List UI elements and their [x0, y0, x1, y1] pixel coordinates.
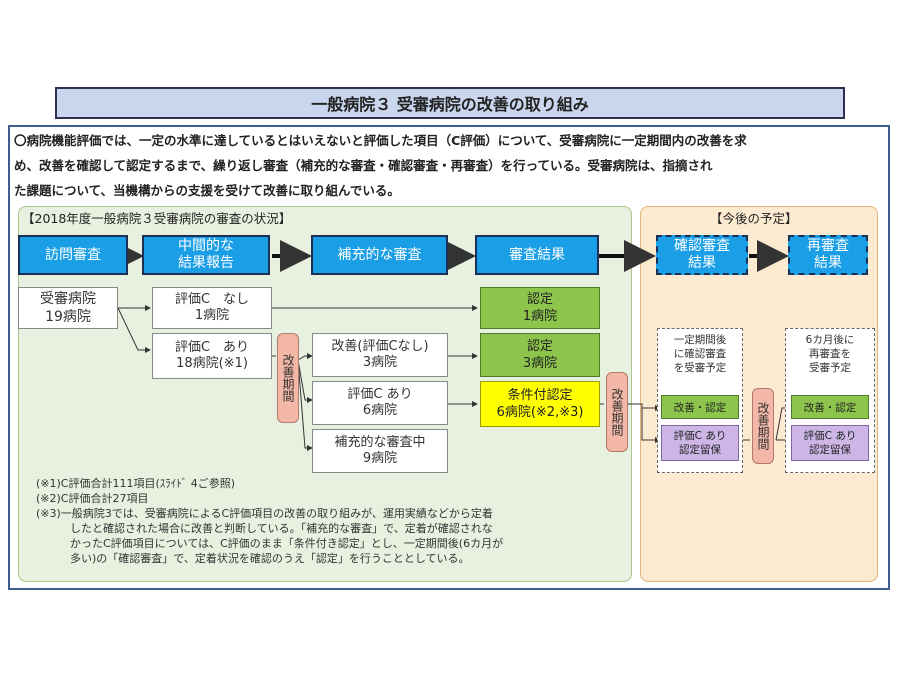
- intro-line: め、改善を確認して認定するまで、繰り返し審査（補充的な審査・確認審査・再審査）を…: [14, 158, 713, 173]
- improvement-period-label: 改善期間: [752, 388, 774, 464]
- in-progress-box: 補充的な審査中 9病院: [312, 429, 448, 473]
- conditional-cert-box: 条件付認定 6病院(※2,※3): [480, 381, 600, 427]
- confirm-review-desc: 一定期間後 に確認審査 を受審予定: [673, 334, 727, 374]
- footnotes: (※1)C評価合計111項目(ｽﾗｲﾄﾞ 4ご参照) (※2)C評価合計27項目…: [36, 476, 626, 566]
- evalc-remain-box: 評価C あり 6病院: [312, 381, 448, 425]
- header-interim-report: 中間的な 結果報告: [142, 235, 270, 275]
- improved-box: 改善(評価Cなし) 3病院: [312, 333, 448, 377]
- flow-arrow: [117, 307, 151, 353]
- header-confirm-review: 確認審査 結果: [656, 235, 748, 275]
- page-title: 一般病院３ 受審病院の改善の取り組み: [55, 87, 845, 119]
- improve-cert-box: 改善・認定: [661, 395, 739, 419]
- intro-line: 〇病院機能評価では、一定の水準に達しているとはいえないと評価した項目（C評価）に…: [14, 133, 747, 148]
- flow-arrow: [297, 353, 313, 361]
- evalc-hold-box: 評価C あり 認定留保: [661, 425, 739, 461]
- evalc-hold-box: 評価C あり 認定留保: [791, 425, 869, 461]
- footnote-3-cont: 多い)の「確認審査」で、定着状況を確認のうえ「認定」を行うこととしている。: [70, 552, 470, 565]
- improve-cert-box: 改善・認定: [791, 395, 869, 419]
- intro-text: 〇病院機能評価では、一定の水準に達しているとはいえないと評価した項目（C評価）に…: [14, 128, 880, 203]
- evalc-none-box: 評価C なし 1病院: [152, 287, 272, 329]
- footnote-3: (※3)一般病院3では、受審病院によるC評価項目の改善の取り組みが、運用実績など…: [36, 507, 493, 520]
- flow-arrow: [628, 403, 661, 411]
- footnote-3-cont: したと確認された場合に改善と判断している。「補充的な審査」で、定着が確認されな: [70, 522, 493, 535]
- improvement-period-label: 改善期間: [277, 333, 299, 423]
- evalc-yes-box: 評価C あり 18病院(※1): [152, 333, 272, 379]
- flow-arrow: [641, 404, 661, 443]
- header-supplementary-review: 補充的な審査: [311, 235, 448, 275]
- reexam-desc: 6カ月後に 再審査を 受審予定: [805, 334, 855, 374]
- intro-line: た課題について、当機構からの支援を受けて改善に取り組んでいる。: [14, 183, 400, 198]
- schedule-panel-title: 【今後の予定】: [710, 211, 798, 226]
- content-frame: [8, 125, 890, 590]
- certified-1-box: 認定 1病院: [480, 287, 600, 329]
- applicant-hospitals-box: 受審病院 19病院: [18, 287, 118, 329]
- footnote-3-cont: かったC評価項目については、C評価のまま「条件付き認定」とし、一定期間後(6カ月…: [70, 537, 504, 550]
- flow-arrow: [297, 359, 313, 451]
- header-reexam: 再審査 結果: [788, 235, 868, 275]
- header-visit-review: 訪問審査: [18, 235, 128, 275]
- header-review-result: 審査結果: [475, 235, 599, 275]
- status-panel-title: 【2018年度一般病院３受審病院の審査の状況】: [22, 211, 292, 226]
- flow-arrow: [297, 359, 313, 403]
- certified-3-box: 認定 3病院: [480, 333, 600, 377]
- improvement-period-label: 改善期間: [606, 372, 628, 452]
- footnote-2: (※2)C評価合計27項目: [36, 492, 149, 505]
- footnote-1: (※1)C評価合計111項目(ｽﾗｲﾄﾞ 4ご参照): [36, 477, 236, 490]
